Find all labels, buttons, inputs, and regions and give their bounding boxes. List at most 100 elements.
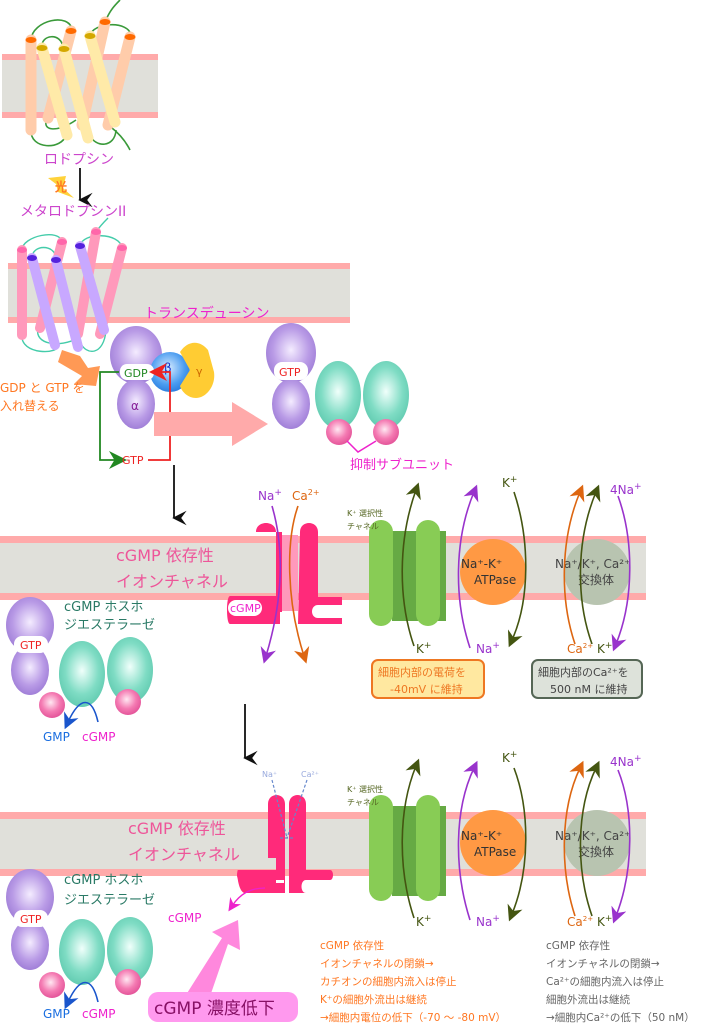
na-exchanger-arrow-s4	[611, 769, 631, 924]
k-ion-bottom-label: K+	[416, 641, 431, 656]
k-influx-arrow-s4	[507, 767, 527, 922]
k-exchanger-label: K+	[597, 641, 612, 656]
na-exchanger-arrow	[611, 495, 631, 652]
atpase-line1: Na⁺-K⁺	[461, 557, 502, 571]
hydrolysis-arrow	[64, 701, 99, 730]
note-gray-line: Ca²⁺の細胞内流入は停止	[546, 975, 664, 988]
na-k-ca-exchanger-s4	[564, 810, 630, 876]
exchanger-line1-s4: Na⁺/K⁺, Ca²⁺	[555, 829, 630, 843]
ca-faded-label: Ca²⁺	[301, 770, 319, 779]
cgmp-drop-badge	[148, 992, 298, 1022]
pde-label-line1: cGMP ホスホ	[64, 600, 143, 615]
note-orange-line: イオンチャネルの閉鎖→	[320, 957, 434, 970]
cgmp-label-s4: cGMP	[82, 1007, 116, 1021]
k-channel-label-line1: K⁺ 選択性	[347, 508, 383, 518]
exchange-label-line2: 入れ替える	[0, 399, 60, 413]
gmp-label: GMP	[43, 730, 70, 744]
four-na-label-s4: 4Na+	[610, 754, 642, 769]
na-ion-bottom-label-s4: Na+	[476, 914, 500, 929]
pde-label-line1-s4: cGMP ホスホ	[64, 873, 143, 888]
na-k-atpase	[460, 539, 526, 605]
ca-efflux-arrow-s4	[563, 760, 584, 917]
pde-complex-active	[6, 869, 153, 998]
atpase-line2: ATPase	[474, 573, 516, 587]
na-ion-label: Na+	[258, 488, 282, 503]
k-exchanger-label-s4: K+	[597, 914, 612, 929]
gdp-out-arrow	[99, 371, 127, 469]
box2-line2: 500 nM に維持	[550, 682, 627, 696]
na-ion-bottom-label: Na+	[476, 641, 500, 656]
channel-label-line1: cGMP 依存性	[116, 546, 214, 565]
ca-ion-label: Ca2+	[292, 488, 320, 503]
na-k-ca-exchanger	[564, 539, 630, 605]
cgmp-drop-label: cGMP 濃度低下	[154, 999, 275, 1019]
ca-influx-arrow	[288, 505, 310, 664]
transducin-label: トランスデューシン	[144, 305, 269, 322]
k-ion-top-label-s4: K+	[502, 750, 517, 765]
light-label: 光	[54, 179, 67, 194]
ca-exchanger-label: Ca2+	[567, 642, 593, 656]
activation-arrow	[154, 402, 268, 446]
note-orange-line: カチオンの細胞内流入は停止	[320, 975, 457, 988]
na-faded-label: Na⁺	[262, 770, 277, 779]
hydrolysis-arrow-s4	[64, 981, 99, 1010]
beta-label: β	[164, 361, 172, 375]
box1-line1: 細胞内部の電荷を	[378, 665, 466, 679]
channel-label-line2: イオンチャネル	[116, 572, 228, 591]
gmp-label-s4: GMP	[43, 1007, 70, 1021]
note-gray-line: イオンチャネルの閉鎖→	[546, 957, 660, 970]
note-gray-line: 細胞外流出は継続	[546, 993, 630, 1006]
k-influx-arrow	[507, 491, 527, 648]
membrane-4	[0, 812, 646, 876]
cgmp-label: cGMP	[82, 730, 116, 744]
channel-cgmp-label: cGMP	[230, 602, 261, 615]
k-ion-bottom-label-s4: K+	[416, 914, 431, 929]
note-orange: cGMP 依存性 イオンチャネルの閉鎖→ カチオンの細胞内流入は停止 K⁺の細胞…	[320, 939, 506, 1024]
note-gray-line: cGMP 依存性	[546, 939, 610, 952]
activated-alpha-gtp	[266, 323, 316, 429]
k-channel-label-line1-s4: K⁺ 選択性	[347, 784, 383, 794]
pde-inhibited	[315, 361, 409, 453]
k-efflux-arrow-s4	[401, 758, 421, 919]
exchange-arrow-icon	[58, 350, 100, 386]
alpha-label: α	[131, 399, 139, 413]
k-channel-label-line2: チャネル	[347, 522, 379, 531]
pde-gtp-label-s4: GTP	[20, 913, 42, 926]
na-k-atpase-s4	[460, 810, 526, 876]
gamma-label: γ	[196, 365, 203, 378]
note-orange-line: cGMP 依存性	[320, 939, 384, 952]
released-cgmp-label: cGMP	[168, 911, 202, 925]
k-exchanger-arrow	[579, 484, 601, 645]
pde-label-line2: ジエステラーゼ	[64, 618, 155, 633]
k-exchanger-arrow-s4	[579, 760, 600, 917]
channel-label-line1-s4: cGMP 依存性	[128, 819, 226, 838]
note-gray-line: →細胞内Ca²⁺の低下（50 nM）	[546, 1011, 695, 1024]
four-na-label: 4Na+	[610, 482, 642, 497]
inhibitory-subunit-label: 抑制サブユニット	[350, 457, 454, 473]
note-orange-line: K⁺の細胞外流出は継続	[320, 993, 427, 1006]
box1-line2: -40mV に維持	[390, 682, 463, 696]
calcium-level-box	[531, 659, 643, 699]
membrane-3	[0, 536, 646, 600]
exchanger-line2: 交換体	[578, 572, 614, 587]
note-gray: cGMP 依存性 イオンチャネルの閉鎖→ Ca²⁺の細胞内流入は停止 細胞外流出…	[546, 939, 695, 1024]
k-channel	[369, 520, 446, 626]
note-orange-line: →細胞内電位の低下（-70 〜 -80 mV）	[320, 1011, 506, 1024]
channel-label-line2-s4: イオンチャネル	[128, 845, 240, 864]
pde-label-line2-s4: ジエステラーゼ	[64, 893, 155, 908]
cgmp-channel-closed	[237, 795, 333, 893]
k-channel-label-line2-s4: チャネル	[347, 798, 379, 807]
k-ion-top-label: K+	[502, 475, 517, 490]
metarhodopsin-label: メタロドプシンII	[20, 204, 126, 220]
na-efflux-arrow-s4	[457, 760, 478, 921]
blocked-ion-path	[271, 779, 308, 839]
na-influx-arrow	[260, 505, 282, 664]
atpase-line2-s4: ATPase	[474, 845, 516, 859]
membrane-potential-box	[371, 659, 485, 699]
cgmp-channel-open	[227, 523, 342, 624]
ca-efflux-arrow	[563, 484, 585, 645]
atpase-line1-s4: Na⁺-K⁺	[461, 829, 502, 843]
gtp-bound-label: GTP	[279, 366, 301, 379]
rhodopsin-label: ロドプシン	[44, 152, 114, 168]
